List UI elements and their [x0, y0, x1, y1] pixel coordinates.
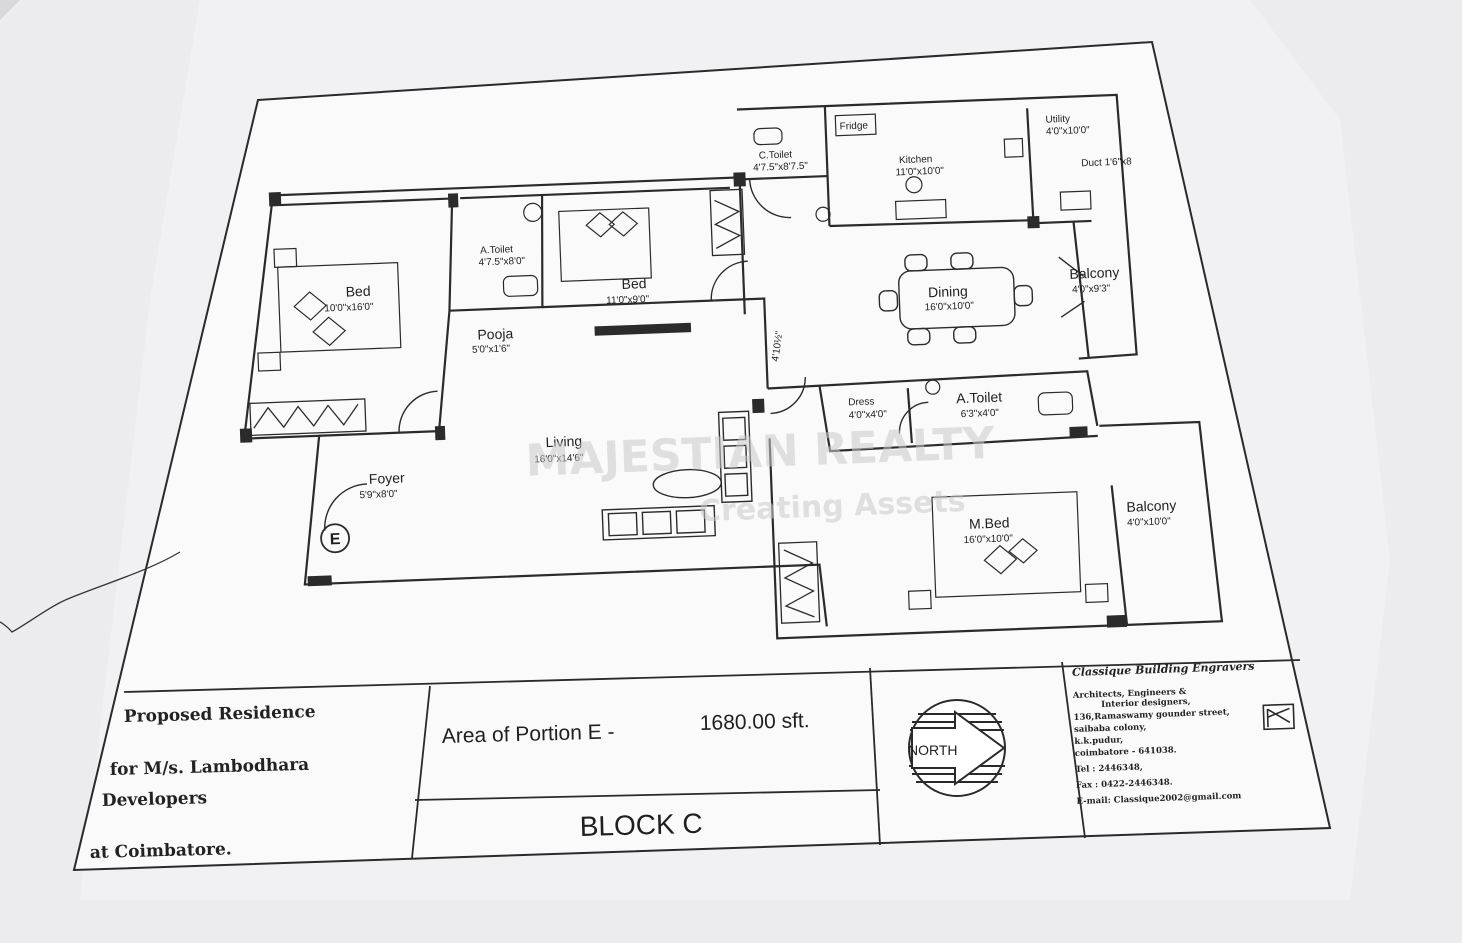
living-size: 16'0"x14'6" — [534, 453, 584, 466]
firm-line-1: Interior designers, — [1101, 697, 1191, 710]
kitchen-size: 11'0"x10'0" — [895, 166, 944, 179]
dress-size: 4'0"x4'0" — [849, 409, 888, 421]
utility-size: 4'0"x10'0" — [1046, 125, 1091, 138]
area-label: Area of Portion E - — [442, 720, 615, 748]
foyer-size: 5'9"x8'0" — [359, 489, 398, 501]
firm-line-4: k.k.pudur, — [1074, 735, 1123, 747]
balcony1-name: Balcony — [1069, 264, 1119, 282]
duct-label: Duct 1'6"x8 — [1081, 156, 1132, 169]
wardrobes — [249, 188, 821, 624]
pooja-size: 5'0"x1'6" — [472, 343, 511, 355]
mbed-name: M.Bed — [969, 514, 1010, 532]
fixtures — [502, 113, 1092, 416]
mbed-size: 16'0"x10'0" — [963, 533, 1013, 546]
firm-line-0: Architects, Engineers & — [1072, 687, 1187, 701]
dining-name: Dining — [928, 283, 968, 301]
living-furniture — [594, 322, 753, 541]
drawing-border — [72, 40, 1332, 872]
a-toilet1-name: A.Toilet — [480, 244, 513, 256]
foyer-name: Foyer — [369, 470, 406, 487]
balcony2-name: Balcony — [1126, 497, 1176, 515]
area-info: Area of Portion E - 1680.00 sft. BLOCK C — [442, 709, 810, 842]
firm-line-5: coimbatore - 641038. — [1075, 745, 1177, 759]
pooja-name: Pooja — [477, 325, 514, 342]
firm-line-7: Fax : 0422-2446348. — [1076, 778, 1173, 791]
utility-name: Utility — [1045, 114, 1070, 126]
block-label: BLOCK C — [579, 808, 703, 842]
project-info: Proposed Residence for M/s. Lambodhara D… — [90, 702, 316, 863]
dress-name: Dress — [848, 396, 875, 408]
a-toilet1-size: 4'7.5"x8'0" — [478, 256, 525, 269]
entry-marker: E — [320, 523, 350, 554]
firm-line-3: saibaba colony, — [1074, 722, 1147, 735]
firm-logo — [1262, 703, 1295, 731]
balcony1-size: 4'0"x9'3" — [1072, 283, 1111, 295]
living-name: Living — [545, 433, 582, 450]
area-value: 1680.00 sft. — [700, 709, 810, 735]
bed-furniture — [257, 207, 1109, 610]
bed1-size: 10'0"x16'0" — [324, 302, 374, 315]
a-toilet2-size: 6'3"x4'0" — [961, 408, 1000, 420]
bed2-name: Bed — [621, 275, 647, 292]
balcony2-size: 4'0"x10'0" — [1127, 516, 1172, 529]
firm-line-6: Tel : 2446348, — [1075, 763, 1143, 775]
project-line4: at Coimbatore. — [90, 839, 232, 863]
doors — [324, 179, 1085, 531]
north-label: NORTH — [908, 742, 958, 758]
c-toilet-size: 4'7.5"x8'7.5" — [753, 161, 809, 174]
room-labels: Bed 10'0"x16'0" A.Toilet 4'7.5"x8'0" Bed… — [324, 114, 1176, 546]
side-dimension: 4'10½" — [770, 330, 785, 362]
bed1-name: Bed — [345, 283, 371, 300]
project-line3: Developers — [102, 788, 208, 811]
entry-marker-label: E — [329, 531, 341, 548]
bed2-size: 11'0"x9'0" — [606, 294, 650, 307]
firm-name: Classique Building Engravers — [1072, 660, 1255, 679]
kitchen-name: Kitchen — [899, 154, 933, 166]
plan-group: E Bed 10'0"x16'0" A.Toilet 4'7.5"x8'0" B… — [239, 93, 1224, 640]
c-toilet-name: C.Toilet — [759, 149, 793, 161]
a-toilet2-name: A.Toilet — [956, 389, 1003, 407]
firm-info: Classique Building Engravers Architects,… — [1072, 660, 1295, 807]
pen-scribble — [0, 551, 181, 633]
wall-columns — [239, 172, 1128, 628]
dining-size: 16'0"x10'0" — [924, 301, 974, 314]
walls — [242, 93, 1224, 640]
dining-furniture — [878, 252, 1034, 346]
title-block — [123, 659, 1301, 859]
fridge-label: Fridge — [839, 120, 868, 132]
north-arrow: NORTH — [908, 699, 1006, 797]
